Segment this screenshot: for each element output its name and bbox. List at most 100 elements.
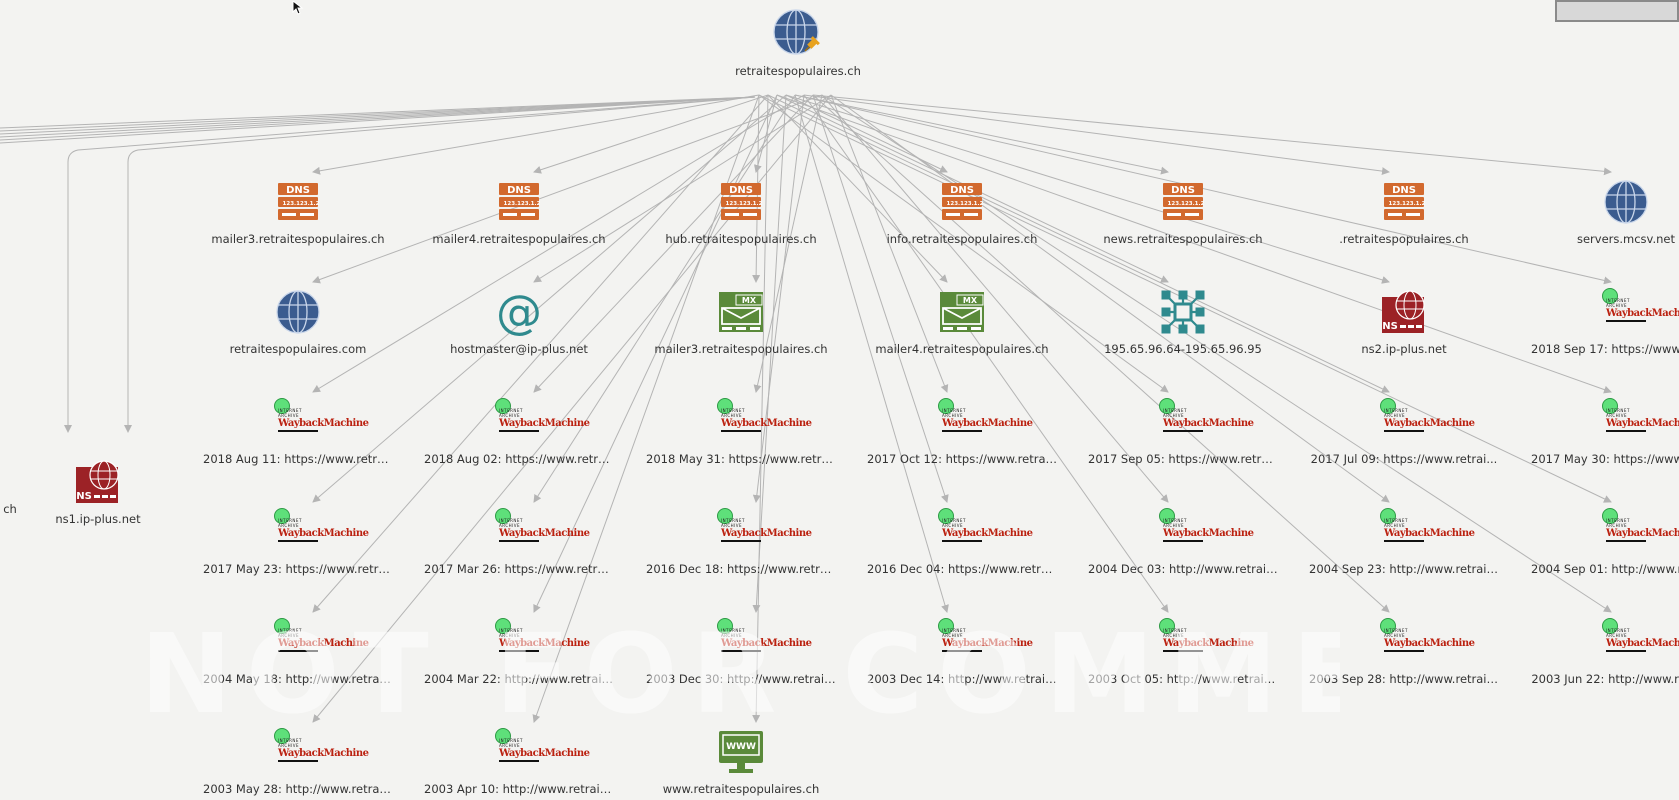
node-label: 2017 Mar 26: https://www.retrai... bbox=[424, 562, 614, 576]
status-dot-icon bbox=[495, 508, 511, 524]
svg-text:123.123.1.2: 123.123.1.2 bbox=[504, 201, 540, 207]
mouse-cursor-icon bbox=[292, 0, 304, 19]
globe-icon bbox=[1602, 178, 1650, 226]
status-dot-icon bbox=[1602, 288, 1618, 304]
edge-line bbox=[312, 94, 760, 175]
email-node[interactable]: @ hostmaster@ip-plus.net bbox=[424, 288, 614, 356]
offscreen-node[interactable]: ch bbox=[0, 454, 25, 516]
edge-line bbox=[64, 96, 756, 433]
node-label: info.retraitespopulaires.ch bbox=[886, 232, 1038, 246]
netblock-node[interactable]: 195.65.96.64-195.65.96.95 bbox=[1088, 288, 1278, 356]
node-label: 2017 Jul 09: https://www.retrai... bbox=[1310, 452, 1498, 466]
node-label: 2018 May 31: https://www.retrai... bbox=[646, 452, 836, 466]
node-label: 2016 Dec 18: https://www.retrai... bbox=[646, 562, 836, 576]
node-label: mailer3.retraitespopulaires.ch bbox=[654, 342, 828, 356]
svg-text:@: @ bbox=[496, 288, 542, 336]
edge-line bbox=[753, 94, 778, 173]
node-label: hub.retraitespopulaires.ch bbox=[665, 232, 817, 246]
edge-line bbox=[758, 94, 1169, 393]
edge-line bbox=[312, 94, 787, 503]
node-label: 2004 Sep 23: http://www.retrait... bbox=[1309, 562, 1499, 576]
node-label: 2018 Aug 11: https://www.retrai... bbox=[203, 452, 393, 466]
overview-panel[interactable] bbox=[1555, 0, 1679, 22]
node-label: 2017 May 30: https://www.retrai... bbox=[1531, 452, 1679, 466]
globe-node[interactable]: retraitespopulaires.com bbox=[203, 288, 393, 356]
node-label: 2003 Apr 10: http://www.retrait... bbox=[424, 782, 614, 796]
email-icon: @ bbox=[495, 288, 543, 336]
status-dot-icon bbox=[1159, 508, 1175, 524]
edge-line bbox=[812, 94, 1390, 613]
edge-line bbox=[812, 94, 949, 503]
status-dot-icon bbox=[1602, 618, 1618, 634]
svg-text:NS: NS bbox=[76, 491, 92, 502]
svg-text:DNS: DNS bbox=[950, 185, 974, 196]
nameserver-node[interactable]: NS ns1.ip-plus.net bbox=[3, 458, 193, 526]
node-label: 2017 Sep 05: https://www.retrai... bbox=[1088, 452, 1278, 466]
svg-text:123.123.1.2: 123.123.1.2 bbox=[283, 201, 319, 207]
watermark-text: NOT FOR COMMERCIAL USE bbox=[140, 610, 1340, 738]
edge-line bbox=[312, 94, 805, 393]
node-label: 2003 Jun 22: http://www.retrait... bbox=[1531, 672, 1679, 686]
globe-node[interactable]: servers.mcsv.net bbox=[1531, 178, 1679, 246]
node-label: mailer3.retraitespopulaires.ch bbox=[211, 232, 385, 246]
root-domain-node[interactable]: retraitespopulaires.ch bbox=[703, 8, 893, 78]
status-dot-icon bbox=[1380, 398, 1396, 414]
node-label: 2004 Dec 03: http://www.retrait... bbox=[1088, 562, 1278, 576]
svg-text:DNS: DNS bbox=[1392, 185, 1416, 196]
edge-line bbox=[533, 94, 778, 613]
edge-line bbox=[794, 94, 949, 613]
svg-text:NS: NS bbox=[1382, 321, 1398, 332]
node-label: 2003 May 28: http://www.retrait... bbox=[203, 782, 393, 796]
node-label: hostmaster@ip-plus.net bbox=[450, 342, 588, 356]
node-label: ns1.ip-plus.net bbox=[55, 512, 141, 526]
